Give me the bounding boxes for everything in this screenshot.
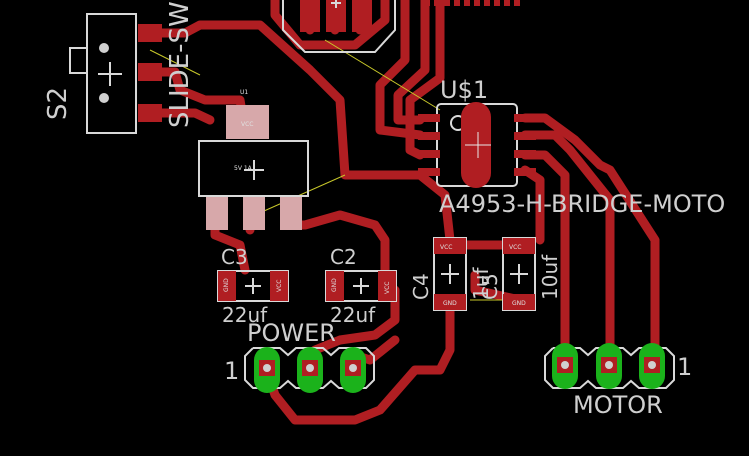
s2-value-label: SLIDE-SW [165,1,195,128]
power-ref-label: POWER [247,319,336,347]
motor-pin1-label: 1 [677,353,692,381]
capacitor-c5[interactable]: VCC GND C5 10uf [478,237,562,311]
power-header[interactable]: POWER 1 [224,319,375,393]
c3-value-label: 22uf [222,303,268,327]
c2-pin2-label: VCC [384,282,391,294]
capacitor-c3[interactable]: GND VCC C3 22uf [217,245,289,327]
u1-body-label: 5V 1A [234,165,253,172]
c4-pin-bottom-label: GND [443,300,457,307]
c4-ref-label: C4 [409,273,433,300]
c3-pin2-label: VCC [276,280,283,292]
capacitor-c2[interactable]: GND VCC C2 22uf [325,245,397,327]
c4-value-label: 1uf [469,267,493,300]
slide-switch-s2[interactable]: S2 SLIDE-SW [43,1,195,134]
s2-ref-label: S2 [43,87,73,120]
c5-pin-bottom-label: GND [512,300,526,307]
c3-ref-label: C3 [221,245,248,269]
c5-value-label: 10uf [538,254,562,300]
power-pin1-label: 1 [224,357,239,385]
ic-ref-label: U$1 [440,76,488,104]
regulator-u1[interactable]: VCC U1 5V 1A [198,89,309,230]
capacitor-c4[interactable]: VCC GND C4 1uf [409,237,493,311]
motor-header[interactable]: MOTOR 1 [544,343,692,419]
c2-ref-label: C2 [330,245,357,269]
u1-pin-label: VCC [241,121,253,128]
top-connector[interactable] [282,0,520,53]
motor-ref-label: MOTOR [573,391,663,419]
c5-pin-top-label: VCC [509,244,521,251]
u1-ref-label: U1 [240,89,248,96]
c4-pin-top-label: VCC [440,244,452,251]
c2-pin1-label: GND [331,278,338,292]
c3-pin1-label: GND [223,278,230,292]
ic-value-label: A4953-H-BRIDGE-MOTO [439,190,725,218]
c2-value-label: 22uf [330,303,376,327]
hbridge-ic-u1[interactable]: U$1 A4953-H-BRIDGE-MOTO [418,76,725,218]
c5-ref-label: C5 [478,273,502,300]
